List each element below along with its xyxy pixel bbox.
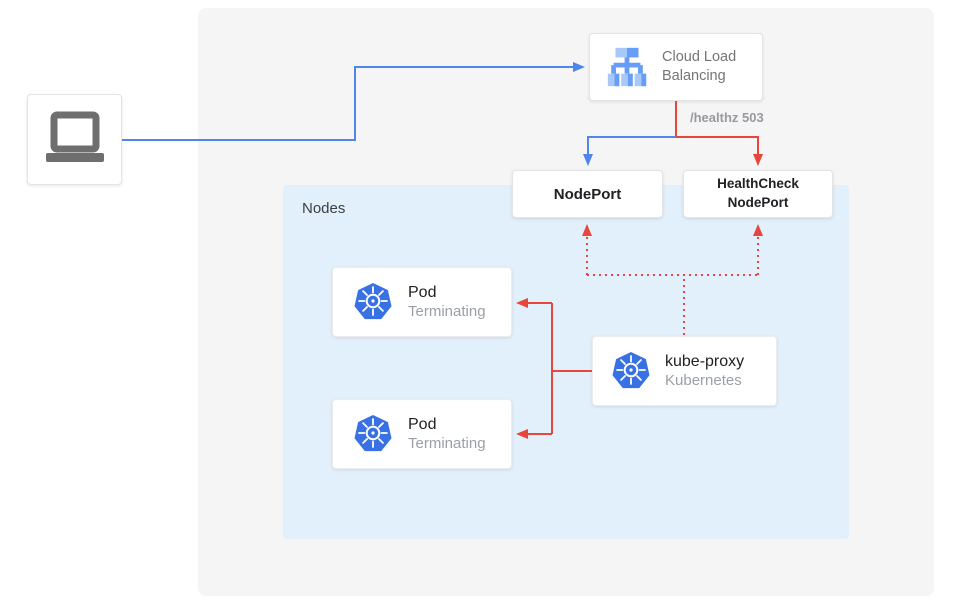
pod-status: Terminating [408,434,486,452]
pod-text: Pod Terminating [408,283,486,322]
laptop-icon [45,111,104,162]
nodeport-node: NodePort [512,170,663,218]
healthz-status-label: /healthz 503 [690,110,764,125]
kubernetes-icon [354,283,392,320]
kube-proxy-subtitle: Kubernetes [665,371,742,389]
kubernetes-icon [612,352,650,389]
pod-status: Terminating [408,302,486,320]
pod-title: Pod [408,283,437,301]
kubernetes-icon [354,415,392,452]
load-balancer-icon [607,47,647,87]
kube-proxy-node: kube-proxy Kubernetes [592,336,777,406]
pod-text: Pod Terminating [408,415,486,454]
healthcheck-nodeport-label: HealthCheck NodePort [717,176,799,210]
client-node [27,94,122,185]
kube-proxy-title: kube-proxy [665,352,745,370]
nodes-group-label: Nodes [302,200,346,217]
pod-title: Pod [408,415,437,433]
pod-terminating-node-2: Pod Terminating [332,399,512,469]
cloud-load-balancing-node: Cloud Load Balancing [589,33,763,101]
pod-terminating-node-1: Pod Terminating [332,267,512,337]
nodeport-label: NodePort [553,185,622,203]
healthcheck-nodeport-node: HealthCheck NodePort [683,170,833,218]
kube-proxy-text: kube-proxy Kubernetes [665,352,744,391]
cloud-load-balancing-label: Cloud Load Balancing [662,48,737,84]
